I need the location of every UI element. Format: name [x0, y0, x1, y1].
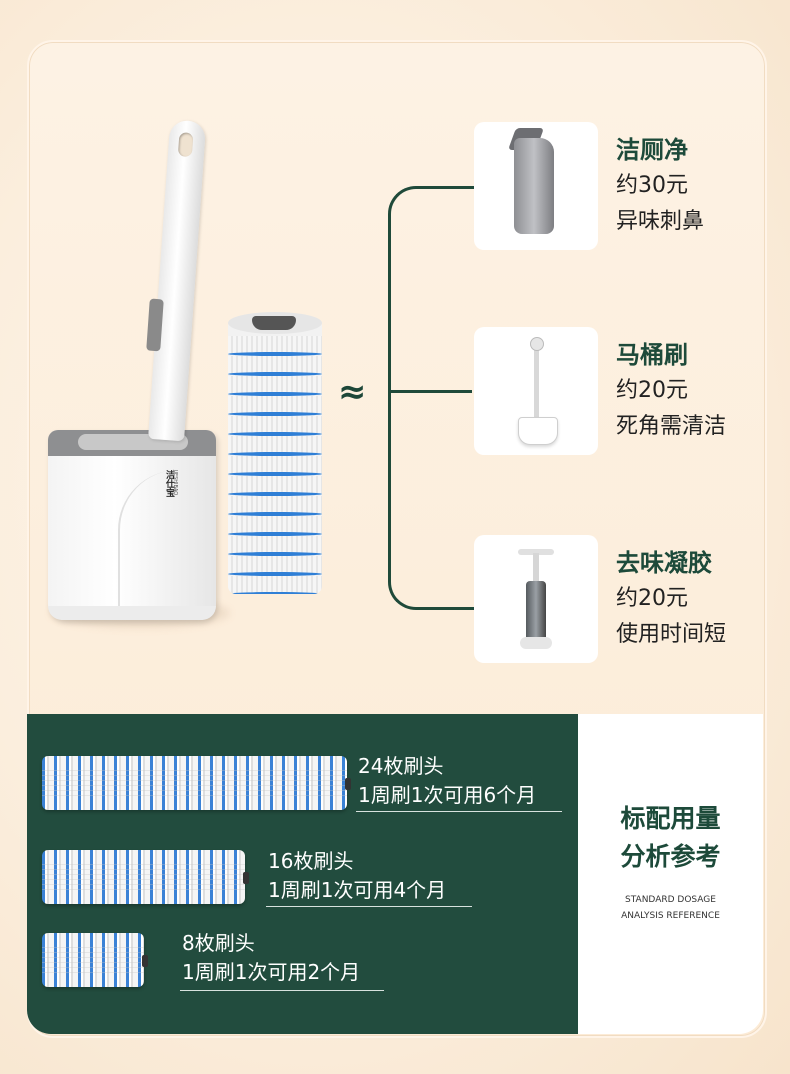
head-layer [228, 336, 322, 354]
head-layer [228, 476, 322, 494]
pack-underline [266, 906, 472, 907]
dosage-title-line1: 标配用量 [620, 804, 721, 833]
approx-symbol: ≈ [338, 372, 367, 412]
head-tray-8 [42, 933, 148, 987]
comparison-bracket-mid [388, 390, 472, 393]
pack-count-label: 16枚刷头 [268, 849, 354, 873]
brush-stick [534, 341, 539, 423]
gel-base [520, 637, 552, 649]
dosage-subtitle-line1: STANDARD DOSAGE [625, 895, 716, 905]
replacement-head-stack [228, 318, 322, 594]
comparison-item-name: 去味凝胶 [616, 549, 712, 577]
handle-hang-hole [177, 132, 194, 158]
pack-underline [356, 811, 562, 812]
dosage-title-line2: 分析参考 [620, 842, 721, 871]
pack-count-label: 8枚刷头 [182, 931, 255, 955]
dosage-subtitle-line2: ANALYSIS REFERENCE [621, 911, 720, 921]
tray-end-cap [243, 872, 249, 884]
head-layer-stripe [228, 592, 322, 594]
head-layer [228, 516, 322, 534]
head-layer [228, 356, 322, 374]
head-layer [228, 536, 322, 554]
pack-usage-label: 1周刷1次可用4个月 [268, 878, 447, 902]
gel-plunger-rod [533, 553, 539, 583]
comparison-item-note: 死角需清洁 [616, 414, 727, 439]
comparison-bracket [388, 186, 475, 610]
deodorizing-gel-icon [526, 581, 546, 639]
head-layer [228, 436, 322, 454]
deodorizing-gel-image [474, 535, 598, 663]
pack-usage-label: 1周刷1次可用2个月 [182, 960, 361, 984]
dosage-title: 标配用量 分析参考 [578, 800, 763, 876]
comparison-item-gel: 去味凝胶 约20元 使用时间短 [474, 535, 764, 663]
comparison-item-name: 马桶刷 [616, 341, 688, 369]
head-layer-stripe [228, 552, 322, 556]
comparison-item-price: 约30元 [616, 173, 688, 198]
head-layer-stripe [228, 412, 322, 416]
head-layer [228, 376, 322, 394]
comparison-item-name: 洁厕净 [616, 136, 688, 164]
head-layer [228, 456, 322, 474]
brush-holder-base [48, 430, 216, 620]
head-layer-stripe [228, 572, 322, 576]
head-layer [228, 416, 322, 434]
brand-label-en: JIESHIBAO [172, 470, 178, 496]
pack-count-label: 24枚刷头 [358, 754, 444, 778]
head-layer-stripe [228, 372, 322, 376]
head-layer-stripe [228, 472, 322, 476]
head-layer-stripe [228, 392, 322, 396]
head-layer-stripe [228, 352, 322, 356]
comparison-item-note: 异味刺鼻 [616, 209, 705, 234]
head-layer [228, 496, 322, 514]
pack-underline [180, 990, 384, 991]
toilet-brush-image [474, 327, 598, 455]
tray-end-cap [142, 955, 148, 967]
head-layer [228, 576, 322, 594]
dosage-title-panel [578, 714, 763, 1034]
cleaner-image [474, 122, 598, 250]
head-layer-stripe [228, 492, 322, 496]
brush-cup [518, 417, 558, 445]
cleaner-bottle-icon [514, 138, 554, 234]
comparison-item-note: 使用时间短 [616, 622, 727, 647]
comparison-item-price: 约20元 [616, 586, 688, 611]
head-layer-stripe [228, 452, 322, 456]
head-tray-24 [42, 756, 351, 810]
gel-plunger-top [518, 549, 554, 555]
holder-lid [48, 430, 216, 456]
comparison-item-brush: 马桶刷 约20元 死角需清洁 [474, 327, 764, 455]
comparison-item-price: 约20元 [616, 378, 688, 403]
pack-usage-label: 1周刷1次可用6个月 [358, 783, 537, 807]
head-layer-stripe [228, 532, 322, 536]
head-tray-16 [42, 850, 249, 904]
handle-release-button [146, 298, 164, 352]
holder-curve-detail [118, 470, 210, 610]
head-layer [228, 556, 322, 574]
brand-label: 洁仕宝 [164, 470, 174, 497]
tray-end-cap [345, 778, 351, 790]
holder-bottom [48, 606, 216, 620]
head-stack-cap [252, 316, 296, 330]
head-layer-stripe [228, 432, 322, 436]
comparison-item-cleaner: 洁厕净 约30元 异味刺鼻 [474, 122, 764, 250]
toilet-brush-icon [530, 337, 544, 351]
head-layer-stripe [228, 512, 322, 516]
head-layer [228, 396, 322, 414]
dosage-subtitle: STANDARD DOSAGE ANALYSIS REFERENCE [578, 892, 763, 924]
